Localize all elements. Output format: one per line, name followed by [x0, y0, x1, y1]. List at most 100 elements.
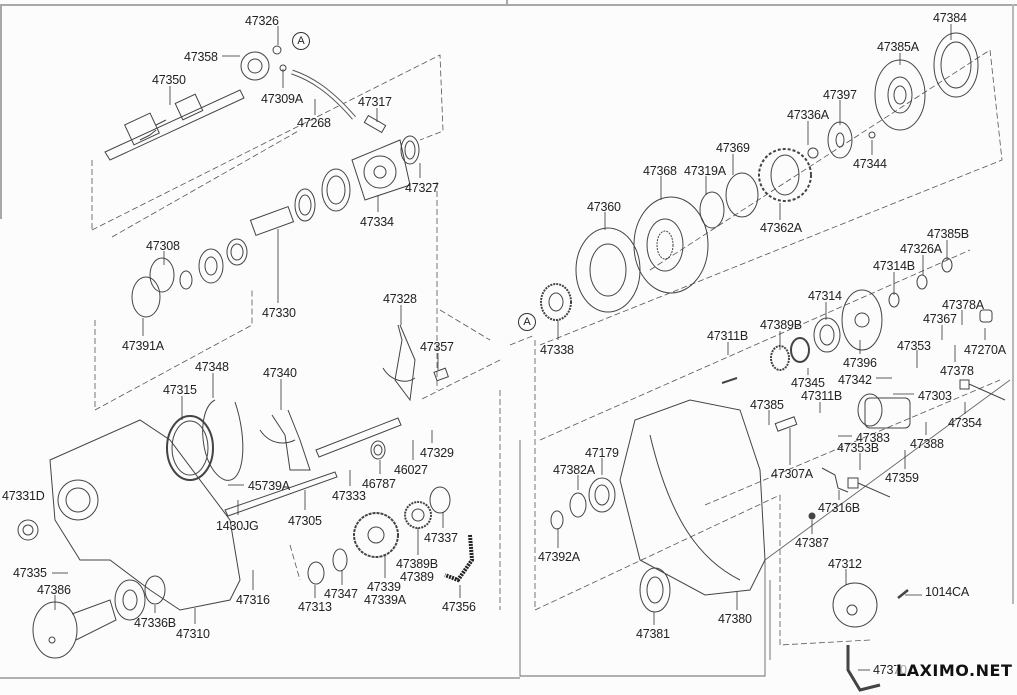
- reference-marker-text: A: [523, 316, 531, 328]
- part-label-47339a[interactable]: 47339A: [364, 593, 406, 607]
- part-label-47357[interactable]: 47357: [420, 340, 454, 354]
- part-label-47305[interactable]: 47305: [288, 514, 322, 528]
- part-label-47317[interactable]: 47317: [358, 95, 392, 109]
- part-label-47360[interactable]: 47360: [587, 200, 621, 214]
- part-label-47308[interactable]: 47308: [146, 239, 180, 253]
- part-label-47358[interactable]: 47358: [184, 50, 218, 64]
- part-label-47348[interactable]: 47348: [195, 360, 229, 374]
- part-label-47345[interactable]: 47345: [791, 376, 825, 390]
- part-label-47311b[interactable]: 47311B: [801, 389, 842, 403]
- drive-chain-47356: [444, 534, 475, 583]
- part-label-47392a[interactable]: 47392A: [538, 550, 580, 564]
- part-label-47389[interactable]: 47389: [400, 570, 434, 584]
- panel-lines: [519, 379, 1011, 677]
- part-label-47336b[interactable]: 47336B: [134, 616, 176, 630]
- part-label-47356[interactable]: 47356: [442, 600, 476, 614]
- part-label-47311b[interactable]: 47311B: [707, 329, 748, 343]
- part-label-47268[interactable]: 47268: [297, 116, 331, 130]
- part-label-46787[interactable]: 46787: [362, 477, 396, 491]
- part-label-47309a[interactable]: 47309A: [261, 92, 303, 106]
- part-label-47335[interactable]: 47335: [13, 566, 47, 580]
- part-label-1430jg[interactable]: 1430JG: [216, 519, 259, 533]
- part-label-47344[interactable]: 47344: [853, 157, 887, 171]
- part-label-47339[interactable]: 47339: [367, 580, 401, 594]
- part-label-47380[interactable]: 47380: [718, 612, 752, 626]
- part-label-47334[interactable]: 47334: [360, 215, 394, 229]
- part-label-47387[interactable]: 47387: [795, 536, 829, 550]
- part-label-47330[interactable]: 47330: [262, 306, 296, 320]
- part-label-47397[interactable]: 47397: [823, 88, 857, 102]
- part-label-47307a[interactable]: 47307A: [771, 467, 813, 481]
- part-label-47368[interactable]: 47368: [643, 164, 677, 178]
- part-label-47313[interactable]: 47313: [298, 600, 332, 614]
- part-label-47340[interactable]: 47340: [263, 366, 297, 380]
- part-label-47337[interactable]: 47337: [424, 531, 458, 545]
- part-label-47378[interactable]: 47378: [940, 364, 974, 378]
- part-label-45739a[interactable]: 45739A: [248, 479, 290, 493]
- part-label-47353b[interactable]: 47353B: [837, 441, 879, 455]
- retainer-47336A: [807, 147, 819, 159]
- output-flange-47386: [32, 599, 117, 659]
- part-label-47388[interactable]: 47388: [910, 437, 944, 451]
- part-label-47383[interactable]: 47383: [856, 431, 890, 445]
- part-label-47328[interactable]: 47328: [383, 292, 417, 306]
- clutch-drum-47360: [575, 227, 641, 313]
- part-label-47391a[interactable]: 47391A: [122, 339, 164, 353]
- part-label-47381[interactable]: 47381: [636, 627, 670, 641]
- part-label-47347[interactable]: 47347: [324, 587, 358, 601]
- ring-gear-47334a: [321, 168, 351, 212]
- part-label-47326a[interactable]: 47326A: [900, 242, 942, 256]
- part-label-47314[interactable]: 47314: [808, 289, 842, 303]
- part-label-47362a[interactable]: 47362A: [760, 221, 802, 235]
- part-label-47319a[interactable]: 47319A: [684, 164, 726, 178]
- rear-seal-47331D: [17, 519, 39, 541]
- part-label-47310[interactable]: 47310: [176, 627, 210, 641]
- seal-47384: [933, 32, 979, 98]
- part-label-47386[interactable]: 47386: [37, 583, 71, 597]
- part-label-47384[interactable]: 47384: [933, 11, 967, 25]
- shift-lever-47305: [224, 471, 338, 517]
- part-label-47303[interactable]: 47303: [918, 389, 952, 403]
- part-label-47327[interactable]: 47327: [405, 181, 439, 195]
- part-label-47333[interactable]: 47333: [332, 489, 366, 503]
- part-label-47359[interactable]: 47359: [885, 471, 919, 485]
- part-label-47179[interactable]: 47179: [585, 446, 619, 460]
- oil-tube-47268: [291, 69, 356, 120]
- bearing-47385A: [874, 59, 926, 131]
- ring-gear-47315: [166, 415, 214, 481]
- part-label-47316b[interactable]: 47316B: [818, 501, 860, 515]
- part-label-47389b[interactable]: 47389B: [396, 557, 438, 571]
- part-label-47385b[interactable]: 47385B: [927, 227, 969, 241]
- snap-ring-47308: [149, 257, 175, 293]
- part-label-47382a[interactable]: 47382A: [553, 463, 595, 477]
- part-label-47315[interactable]: 47315: [163, 383, 197, 397]
- part-label-46027[interactable]: 46027: [394, 463, 428, 477]
- part-label-47342[interactable]: 47342: [838, 373, 872, 387]
- part-label-47385a[interactable]: 47385A: [877, 40, 919, 54]
- part-label-47396[interactable]: 47396: [843, 356, 877, 370]
- snap-ring-47319A: [699, 191, 725, 229]
- part-label-1014ca[interactable]: 1014CA: [925, 585, 969, 599]
- part-label-47389b[interactable]: 47389B: [760, 318, 802, 332]
- part-label-47338[interactable]: 47338: [540, 343, 574, 357]
- part-label-47329[interactable]: 47329: [420, 446, 454, 460]
- part-label-47316[interactable]: 47316: [236, 593, 270, 607]
- part-label-47314b[interactable]: 47314B: [873, 259, 915, 273]
- part-label-47353[interactable]: 47353: [897, 339, 931, 353]
- part-label-47378a[interactable]: 47378A: [942, 298, 984, 312]
- part-label-47326[interactable]: 47326: [245, 14, 279, 28]
- part-label-47350[interactable]: 47350: [152, 73, 186, 87]
- seal-47326A: [916, 274, 928, 290]
- part-label-47367[interactable]: 47367: [923, 312, 957, 326]
- part-label-47385[interactable]: 47385: [750, 398, 784, 412]
- part-label-47270a[interactable]: 47270A: [964, 343, 1006, 357]
- part-label-47331d[interactable]: 47331D: [2, 489, 45, 503]
- part-label-47369[interactable]: 47369: [716, 141, 750, 155]
- frame-divider-tick: [506, 0, 508, 6]
- part-label-47312[interactable]: 47312: [828, 557, 862, 571]
- part-label-47336a[interactable]: 47336A: [787, 108, 829, 122]
- bearing-47308: [198, 248, 224, 284]
- seal-47392A: [550, 510, 564, 530]
- part-label-47354[interactable]: 47354: [948, 416, 982, 430]
